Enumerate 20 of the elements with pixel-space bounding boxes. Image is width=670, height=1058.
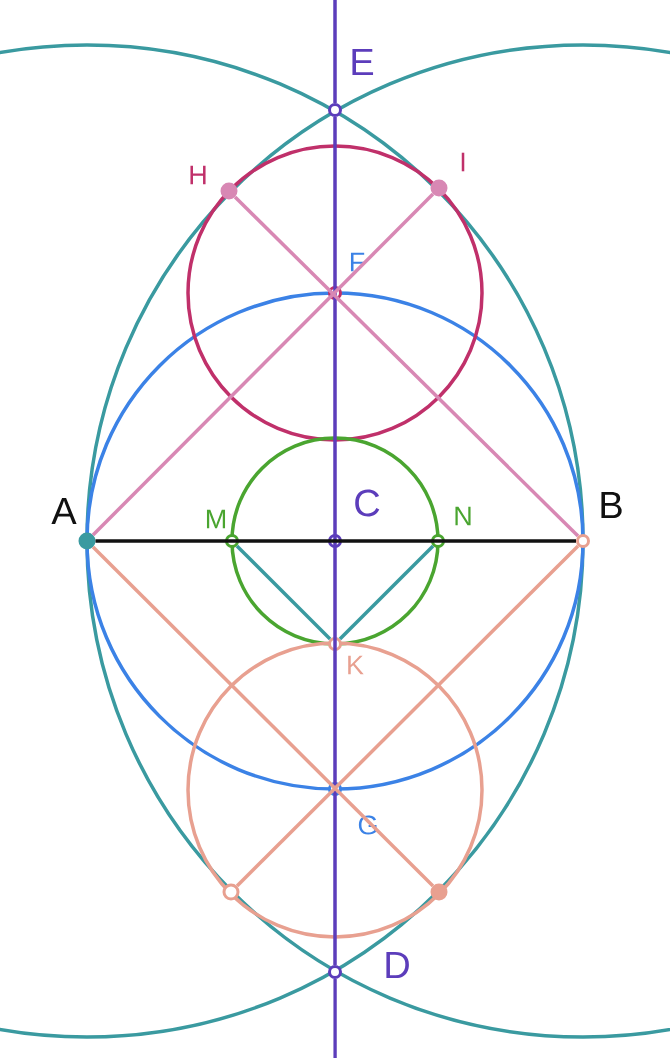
point-marker	[430, 883, 448, 901]
line-segment	[338, 544, 435, 641]
point-label: C	[352, 488, 382, 518]
point-label: A	[50, 496, 78, 526]
point-label: B	[597, 490, 625, 520]
line-segment	[91, 545, 435, 888]
line-segment	[95, 539, 576, 543]
point-label: K	[345, 654, 365, 676]
point-label: H	[187, 164, 209, 186]
point-label: E	[348, 47, 376, 77]
point-label: D	[382, 950, 412, 980]
line-segment	[233, 195, 580, 538]
line-segment	[91, 192, 435, 537]
point-marker	[222, 883, 240, 901]
line-segment	[235, 544, 332, 641]
line-segment	[235, 544, 580, 888]
line-segment	[333, 117, 337, 965]
point-label: M	[203, 508, 229, 530]
point-label: N	[452, 505, 474, 527]
point-label: I	[458, 151, 468, 173]
